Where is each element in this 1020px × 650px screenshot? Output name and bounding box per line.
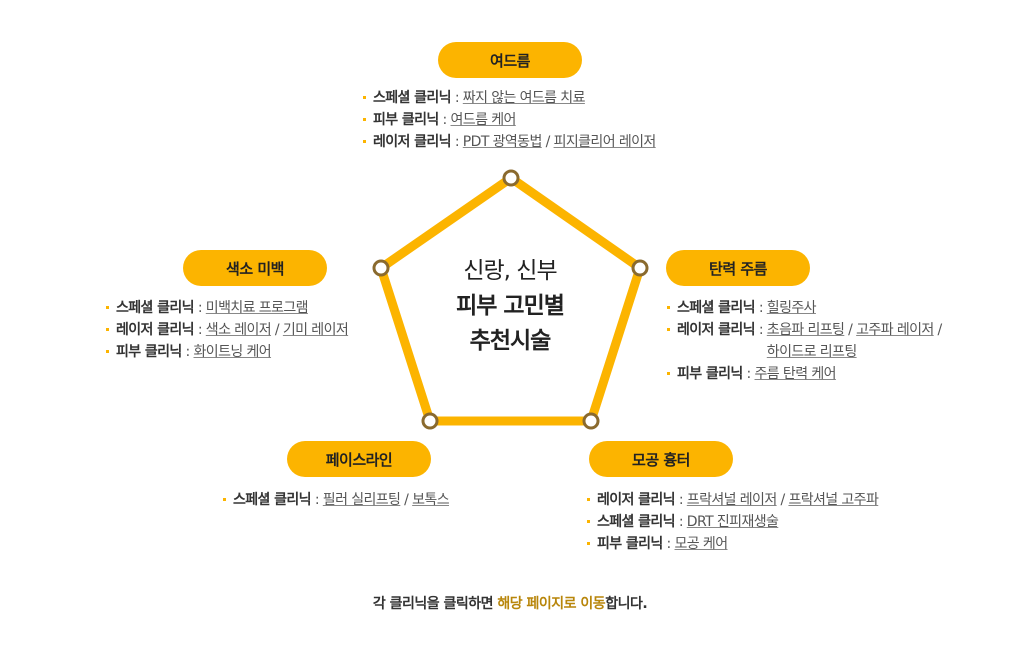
list-item: 피부 클리닉 : 여드름 케어 <box>363 109 656 131</box>
category-label: 피부 클리닉 <box>373 112 439 128</box>
clinic-link[interactable]: 프락셔널 고주파 <box>788 492 879 508</box>
faceline-list: 스페셜 클리닉 : 필러 실리프팅 / 보톡스 <box>223 489 450 511</box>
pentagon-node-bottom-right <box>582 412 600 430</box>
acne-list: 스페셜 클리닉 : 짜지 않는 여드름 치료 피부 클리닉 : 여드름 케어 레… <box>363 87 656 153</box>
category-label: 스페셜 클리닉 <box>116 300 195 316</box>
list-item: 스페셜 클리닉 : 힐링주사 <box>667 297 977 319</box>
clinic-link[interactable]: DRT 진피재생술 <box>686 514 779 530</box>
footer-note: 각 클리닉을 클릭하면 해당 페이지로 이동합니다. <box>0 593 1020 613</box>
clinic-link[interactable]: 피지클리어 레이저 <box>553 134 657 150</box>
clinic-link[interactable]: 프락셔널 레이저 <box>686 492 777 508</box>
list-item: 피부 클리닉 : 주름 탄력 케어 <box>667 363 977 385</box>
clinic-link[interactable]: 여드름 케어 <box>450 112 517 128</box>
link-group: 초음파 리프팅 / 고주파 레이저 / 하이드로 리프팅 <box>766 322 942 360</box>
center-title-line2: 피부 고민별 <box>456 293 565 319</box>
clinic-link[interactable]: 하이드로 리프팅 <box>766 344 857 360</box>
clinic-link[interactable]: 기미 레이저 <box>282 322 349 338</box>
clinic-link[interactable]: 짜지 않는 여드름 치료 <box>462 90 586 106</box>
clinic-link[interactable]: 보톡스 <box>412 492 449 508</box>
clinic-link[interactable]: 힐링주사 <box>766 300 817 316</box>
category-label: 레이저 클리닉 <box>597 492 676 508</box>
list-item: 레이저 클리닉 : 프락셔널 레이저 / 프락셔널 고주파 <box>587 489 879 511</box>
pentagon-node-top <box>502 169 520 187</box>
clinic-link[interactable]: PDT 광역동법 <box>462 134 543 150</box>
category-label: 피부 클리닉 <box>116 344 182 360</box>
clinic-link[interactable]: 미백치료 프로그램 <box>205 300 309 316</box>
clinic-link[interactable]: 화이트닝 케어 <box>193 344 272 360</box>
whitening-list: 스페셜 클리닉 : 미백치료 프로그램 레이저 클리닉 : 색소 레이저 / 기… <box>106 297 349 363</box>
category-label: 스페셜 클리닉 <box>597 514 676 530</box>
pores-title-pill: 모공 흉터 <box>589 441 733 477</box>
clinic-link[interactable]: 색소 레이저 <box>205 322 272 338</box>
faceline-title-pill: 페이스라인 <box>287 441 431 477</box>
category-label: 레이저 클리닉 <box>373 134 452 150</box>
pentagon-outline <box>376 173 645 426</box>
center-title-line1: 신랑, 신부 <box>463 258 557 284</box>
list-item: 스페셜 클리닉 : 짜지 않는 여드름 치료 <box>363 87 656 109</box>
list-item: 레이저 클리닉 : PDT 광역동법 / 피지클리어 레이저 <box>363 131 656 153</box>
category-label: 스페셜 클리닉 <box>373 90 452 106</box>
footer-text-highlight: 해당 페이지로 이동 <box>497 596 606 612</box>
footer-text-after: 합니다. <box>605 596 648 612</box>
footer-text-before: 각 클리닉을 클릭하면 <box>372 596 498 612</box>
clinic-link[interactable]: 초음파 리프팅 <box>766 322 845 338</box>
category-label: 피부 클리닉 <box>597 536 663 552</box>
clinic-link[interactable]: 주름 탄력 케어 <box>754 366 837 382</box>
list-item: 레이저 클리닉 : 초음파 리프팅 / 고주파 레이저 / 하이드로 리프팅 <box>667 319 977 363</box>
whitening-title-pill: 색소 미백 <box>183 250 327 286</box>
category-label: 피부 클리닉 <box>677 366 743 382</box>
pentagon-node-bottom-left <box>421 412 439 430</box>
list-item: 스페셜 클리닉 : 미백치료 프로그램 <box>106 297 348 319</box>
list-item: 스페셜 클리닉 : DRT 진피재생술 <box>587 511 878 533</box>
elasticity-list: 스페셜 클리닉 : 힐링주사 레이저 클리닉 : 초음파 리프팅 / 고주파 레… <box>667 297 977 385</box>
clinic-link[interactable]: 모공 케어 <box>674 536 729 552</box>
list-item: 레이저 클리닉 : 색소 레이저 / 기미 레이저 <box>106 319 349 341</box>
center-title: 신랑, 신부 피부 고민별 추천시술 <box>430 254 590 359</box>
category-label: 스페셜 클리닉 <box>233 492 312 508</box>
pentagon-node-left <box>372 259 390 277</box>
list-item: 피부 클리닉 : 모공 케어 <box>587 533 878 555</box>
category-label: 레이저 클리닉 <box>116 322 195 338</box>
pores-list: 레이저 클리닉 : 프락셔널 레이저 / 프락셔널 고주파 스페셜 클리닉 : … <box>587 489 879 555</box>
clinic-link[interactable]: 필러 실리프팅 <box>322 492 401 508</box>
acne-title-pill: 여드름 <box>438 42 582 78</box>
clinic-link[interactable]: 고주파 레이저 <box>856 322 934 338</box>
list-item: 스페셜 클리닉 : 필러 실리프팅 / 보톡스 <box>223 489 450 511</box>
list-item: 피부 클리닉 : 화이트닝 케어 <box>106 341 348 363</box>
elasticity-title-pill: 탄력 주름 <box>666 250 810 286</box>
pentagon-node-right <box>631 259 649 277</box>
category-label: 레이저 클리닉 <box>677 322 756 338</box>
center-title-line3: 추천시술 <box>469 328 552 354</box>
category-label: 스페셜 클리닉 <box>677 300 756 316</box>
